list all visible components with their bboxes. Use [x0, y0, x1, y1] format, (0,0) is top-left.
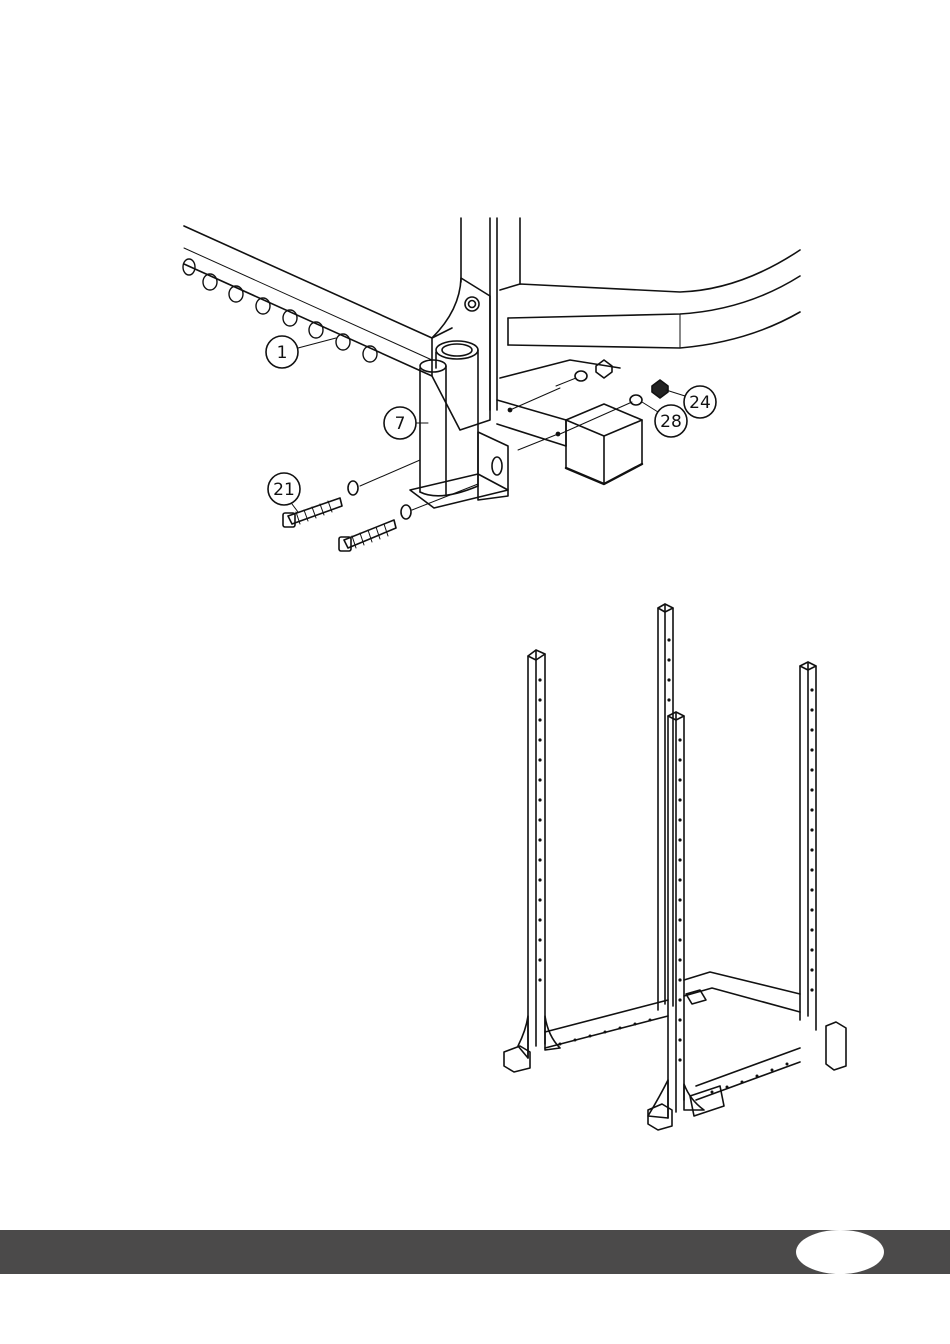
bolt-lower	[339, 520, 396, 551]
callout-label-28: 28	[660, 412, 682, 432]
overview-drawing	[504, 604, 846, 1130]
page-number-badge	[796, 1230, 884, 1274]
callout-label-24: 24	[689, 393, 711, 413]
detail-drawing	[183, 218, 800, 551]
callout-label-21: 21	[273, 480, 295, 500]
callout-label-1: 1	[277, 343, 288, 363]
callout-label-7: 7	[395, 414, 406, 434]
